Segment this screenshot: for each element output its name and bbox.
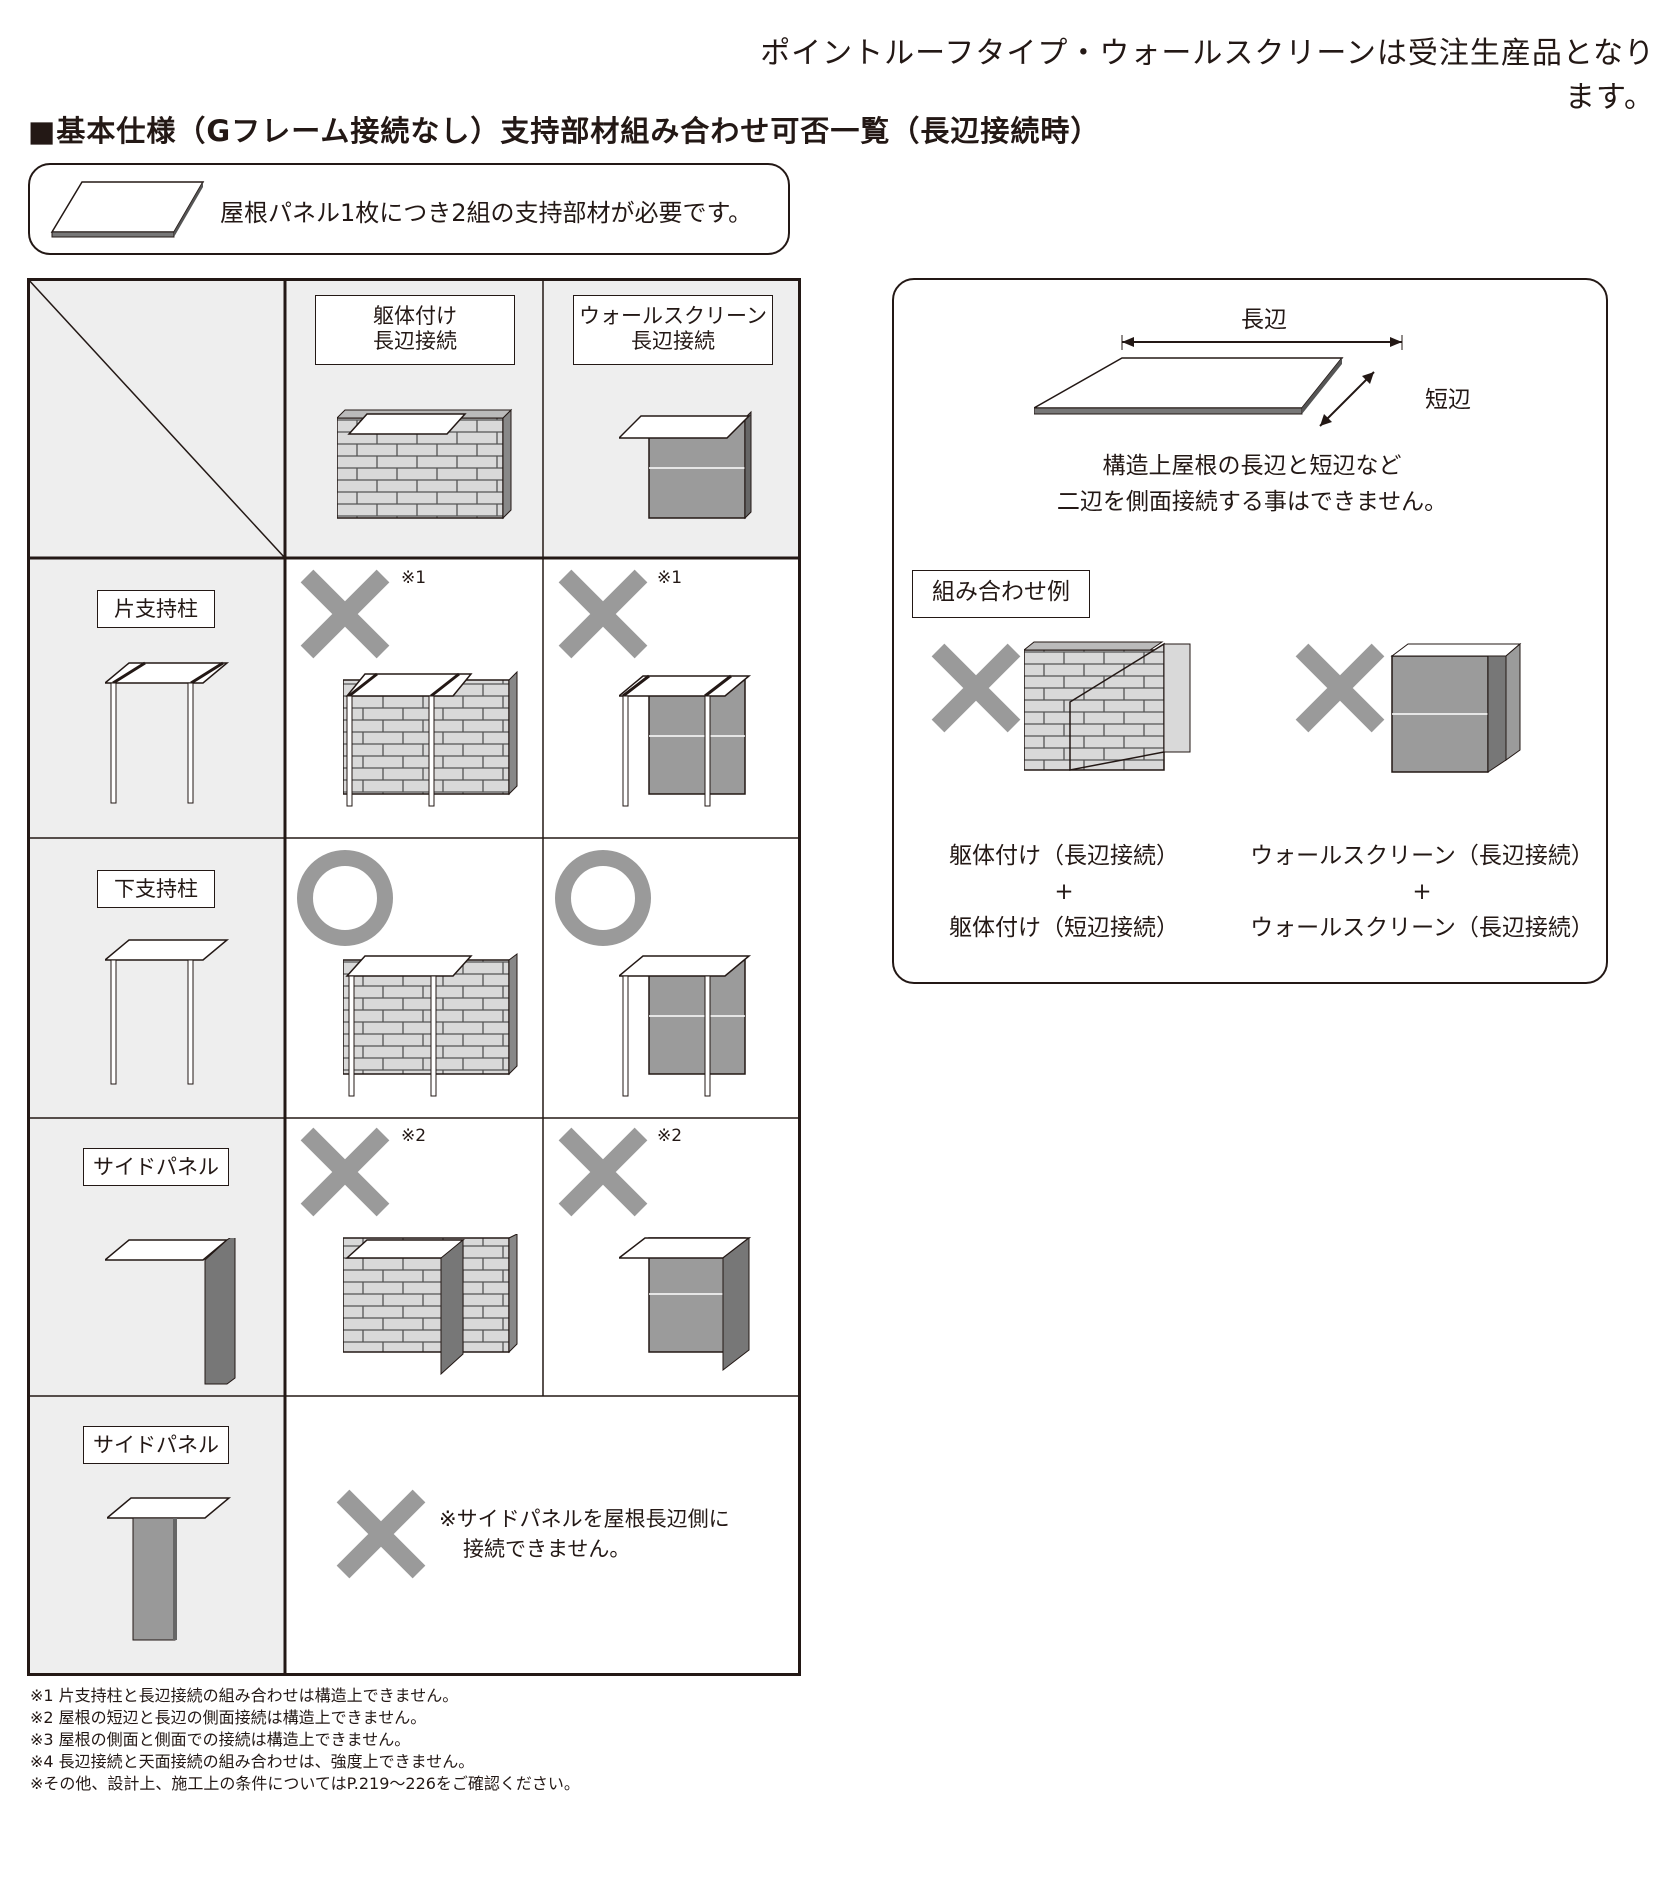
example-2-line2: ウォールスクリーン（長辺接続） bbox=[1250, 915, 1594, 941]
single-post-illustration bbox=[105, 661, 230, 804]
example-1-plus: + bbox=[1054, 879, 1074, 905]
wall-screen-roof-illustration bbox=[619, 410, 752, 520]
footnote-ref: ※1 bbox=[657, 568, 683, 588]
result-cross-icon bbox=[300, 1127, 390, 1217]
result-cross-icon bbox=[300, 569, 390, 659]
row-label-single-post: 片支持柱 bbox=[97, 590, 215, 628]
column-header-line1: 躯体付け bbox=[373, 304, 457, 328]
row-label-side-panel-long: サイドパネル bbox=[83, 1426, 229, 1464]
compatibility-matrix: 躯体付け 長辺接続 ウォールスクリーン 長辺接続 片支持柱 下支持柱 サイドパネ… bbox=[27, 278, 801, 1676]
row-label-lower-post: 下支持柱 bbox=[97, 870, 215, 908]
footnotes: ※1 片支持柱と長辺接続の組み合わせは構造上できません。 ※2 屋根の短辺と長辺… bbox=[30, 1685, 580, 1795]
footnote-4: ※4 長辺接続と天面接続の組み合わせは、強度上できません。 bbox=[30, 1752, 475, 1771]
footnote-1: ※1 片支持柱と長辺接続の組み合わせは構造上できません。 bbox=[30, 1686, 459, 1705]
example-cross-icon bbox=[1295, 643, 1385, 733]
merged-note-line2: 接続できません。 bbox=[463, 1537, 631, 1561]
side-panel-illustration bbox=[105, 1238, 236, 1385]
corner-screen-illustration bbox=[1390, 642, 1522, 773]
brick-wall-roof-illustration bbox=[337, 408, 513, 520]
brick-wall-side-panel-illustration bbox=[343, 1234, 518, 1376]
wall-screen-single-post-illustration bbox=[619, 674, 752, 807]
column-header-line2: 長辺接続 bbox=[373, 329, 457, 353]
footnote-other: ※その他、設計上、施工上の条件についてはP.219～226をご確認ください。 bbox=[30, 1774, 580, 1793]
roof-dimension-illustration bbox=[1034, 335, 1403, 427]
footnote-ref: ※2 bbox=[657, 1126, 683, 1146]
example-1-line1: 躯体付け（長辺接続） bbox=[949, 843, 1179, 869]
order-notice: ポイントルーフタイプ・ウォールスクリーンは受注生産品となります。 bbox=[760, 36, 1655, 115]
footnote-3: ※3 屋根の側面と側面での接続は構造上できません。 bbox=[30, 1730, 411, 1749]
roof-panel-icon bbox=[50, 181, 205, 238]
result-cross-icon bbox=[336, 1489, 426, 1579]
long-side-label: 長辺 bbox=[1241, 307, 1287, 333]
short-side-label: 短辺 bbox=[1425, 387, 1471, 413]
wall-screen-side-panel-illustration bbox=[619, 1236, 752, 1372]
lower-post-illustration bbox=[105, 939, 230, 1085]
merged-cell-note: ※サイドパネルを屋根長辺側に 接続できません。 bbox=[439, 1504, 730, 1564]
explanation-panel: 長辺 短辺 構造上屋根の長辺と短辺など 二辺を側面接続する事はできません。 組み… bbox=[892, 278, 1608, 984]
column-header-line1: ウォールスクリーン bbox=[579, 304, 767, 328]
corner-brick-illustration bbox=[1024, 641, 1191, 771]
example-cross-icon bbox=[931, 643, 1021, 733]
footnote-2: ※2 屋根の短辺と長辺の側面接続は構造上できません。 bbox=[30, 1708, 427, 1727]
result-circle-icon bbox=[297, 850, 393, 946]
example-2: ウォールスクリーン（長辺接続） + ウォールスクリーン（長辺接続） bbox=[1234, 838, 1610, 946]
row-label-side-panel: サイドパネル bbox=[83, 1148, 229, 1186]
desc-line2: 二辺を側面接続する事はできません。 bbox=[1056, 489, 1448, 515]
brick-wall-lower-post-illustration bbox=[343, 953, 518, 1097]
column-header-line2: 長辺接続 bbox=[631, 329, 715, 353]
example-2-plus: + bbox=[1412, 879, 1432, 905]
example-2-line1: ウォールスクリーン（長辺接続） bbox=[1250, 843, 1594, 869]
result-circle-icon bbox=[555, 850, 651, 946]
desc-line1: 構造上屋根の長辺と短辺など bbox=[1102, 453, 1402, 479]
callout-box bbox=[28, 163, 790, 255]
column-header-building: 躯体付け 長辺接続 bbox=[315, 295, 515, 365]
result-cross-icon bbox=[558, 1127, 648, 1217]
merged-note-line1: ※サイドパネルを屋根長辺側に bbox=[439, 1507, 730, 1531]
footnote-ref: ※2 bbox=[401, 1126, 427, 1146]
wall-screen-lower-post-illustration bbox=[619, 955, 752, 1097]
example-1-line2: 躯体付け（短辺接続） bbox=[949, 915, 1179, 941]
result-cross-icon bbox=[558, 569, 648, 659]
callout-text: 屋根パネル1枚につき2組の支持部材が必要です。 bbox=[220, 199, 753, 227]
page-title: ■基本仕様（Gフレーム接続なし）支持部材組み合わせ可否一覧（長辺接続時） bbox=[28, 114, 1101, 148]
example-title: 組み合わせ例 bbox=[912, 570, 1090, 618]
example-1: 躯体付け（長辺接続） + 躯体付け（短辺接続） bbox=[894, 838, 1234, 946]
column-header-wallscreen: ウォールスクリーン 長辺接続 bbox=[573, 295, 773, 365]
brick-wall-single-post-illustration bbox=[343, 670, 518, 807]
side-panel-long-illustration bbox=[107, 1497, 232, 1641]
footnote-ref: ※1 bbox=[401, 568, 427, 588]
